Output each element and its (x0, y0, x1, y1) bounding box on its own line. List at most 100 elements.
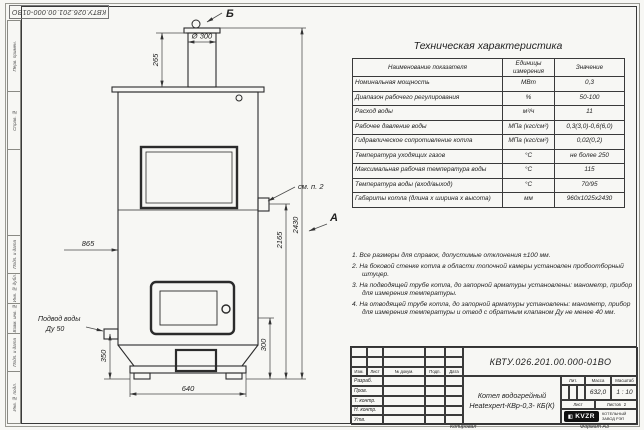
tb-blank (383, 395, 425, 406)
dim-base-width: 640 (182, 384, 195, 393)
tb-sheets-value: 2 (623, 401, 627, 407)
spec-header-row: Наименование показателя Единицы измерени… (352, 58, 625, 77)
margin-box: Взам. инв. № (7, 304, 21, 334)
logo-text: KVZR (575, 413, 595, 421)
margin-box: Инв. № дубл. (7, 274, 21, 304)
tb-blank (425, 376, 445, 386)
margin-box: Перв. примен. (7, 20, 21, 92)
dim-total-height: 2430 (291, 216, 300, 235)
company-name-line2: ЗАВОД РЭП (601, 415, 625, 421)
tb-blank (425, 405, 445, 416)
door-handle (221, 304, 231, 314)
tb-header: № докум. (383, 366, 425, 377)
tb-product-name: Котел водогрейный Heatexpert-КВр-0,3- КБ… (463, 376, 561, 425)
inlet-label-2: Ду 50 (45, 326, 64, 333)
note: 3. На подводящей трубе котла, до запорно… (352, 281, 633, 298)
spec-cell: МВт (502, 76, 555, 92)
tb-header: Лист (367, 366, 383, 377)
dimension-lines (64, 12, 328, 397)
dim-width: 865 (82, 239, 95, 248)
logo-icon: ◧ (568, 413, 574, 420)
tb-blank (383, 347, 425, 357)
tb-blank (367, 347, 383, 357)
tb-blank (445, 386, 463, 396)
tb-blank (383, 386, 425, 396)
tb-blank (425, 395, 445, 406)
tb-blank (425, 386, 445, 396)
tb-blank (383, 376, 425, 386)
outlet-stub (257, 197, 270, 212)
tb-scale-value: 1 : 10 (611, 384, 638, 400)
left-margin-strip: Перв. примен. Справ. № Подп. и дата Инв.… (7, 20, 21, 424)
format-label: Формат А3 (580, 424, 609, 430)
outer-frame (5, 3, 640, 427)
dim-diameter: Ø 300 (191, 32, 213, 41)
chimney-pipe (187, 32, 217, 88)
skirt-left (117, 344, 135, 367)
tb-lit-cell (561, 384, 569, 400)
tb-blank (445, 376, 463, 386)
spec-header: Наименование показателя (352, 58, 503, 77)
spec-cell: 70/95 (554, 177, 625, 193)
tb-blank (445, 415, 463, 425)
spec-cell: Номинальная мощность (352, 76, 503, 92)
spec-cell: 960х1025х2430 (554, 192, 625, 208)
tb-header: Изм. (351, 366, 367, 377)
tb-sheets-label: Листов (606, 401, 621, 407)
tb-mass-label: Масса (585, 376, 611, 385)
note: 2. На боковой стенке котла в области топ… (352, 262, 624, 279)
spec-table-title: Техническая характеристика (413, 40, 563, 52)
tb-blank (445, 405, 463, 416)
margin-box: Подп. и дата (7, 236, 21, 274)
spec-cell: Расход воды (352, 105, 503, 121)
sensor-port (235, 94, 243, 102)
tb-blank (425, 415, 445, 425)
dim-chimney: 265 (151, 53, 160, 67)
spec-cell: 11 (554, 105, 625, 121)
spec-header: Значение (554, 58, 625, 77)
view-b-label: Б (226, 8, 234, 20)
tb-blank (383, 405, 425, 416)
spec-cell: 50-100 (554, 90, 625, 106)
spec-cell: Температура воды (вход/выход) (352, 177, 503, 193)
ash-drawer (174, 348, 218, 373)
tb-blank (351, 347, 367, 357)
tb-role: Пров. (351, 386, 383, 396)
tb-blank (445, 347, 463, 357)
spec-cell: Габариты котла (длина х ширина х высота) (352, 192, 503, 208)
view-a-label: А (329, 212, 338, 224)
spec-cell: МПа (кгс/см²) (502, 119, 555, 135)
company-name-line1: КОТЕЛЬНЫЙ (601, 410, 627, 416)
main-frame (21, 6, 637, 424)
title-block: Изм. Лист № докум. Подп. Дата Разраб. Пр… (350, 346, 638, 425)
spec-header: Единицы измерения (502, 58, 555, 77)
spec-table: Наименование показателя Единицы измерени… (352, 58, 625, 208)
tb-sheet-label: Лист (561, 400, 595, 409)
inlet-stub (103, 328, 119, 340)
spec-cell: Температура уходящих газов (352, 148, 503, 164)
lifting-loop (191, 19, 201, 29)
furnace-door-inner (159, 290, 218, 326)
product-name-line1: Котел водогрейный (477, 390, 547, 400)
tb-blank (383, 415, 425, 425)
boiler-body (117, 91, 259, 346)
tb-role: Утв. (351, 415, 383, 425)
spec-cell: 0,3(3,0)-0,6(6,0) (554, 119, 625, 135)
spec-cell: 0,02(0,2) (554, 134, 625, 150)
tb-blank (425, 356, 445, 367)
margin-box: Подп. и дата (7, 334, 21, 372)
dimension-texts: Ø 300 Б 265 865 2430 2165 300 350 640 По… (38, 8, 338, 393)
spec-cell: 115 (554, 163, 625, 179)
boiler-outline (103, 19, 270, 380)
tb-header: Дата (445, 366, 463, 377)
inlet-leader (85, 326, 104, 332)
base-frame (129, 365, 247, 374)
margin-box: Инв. № подл. (7, 372, 21, 424)
spec-cell: Максимальная рабочая температура воды (352, 163, 503, 179)
